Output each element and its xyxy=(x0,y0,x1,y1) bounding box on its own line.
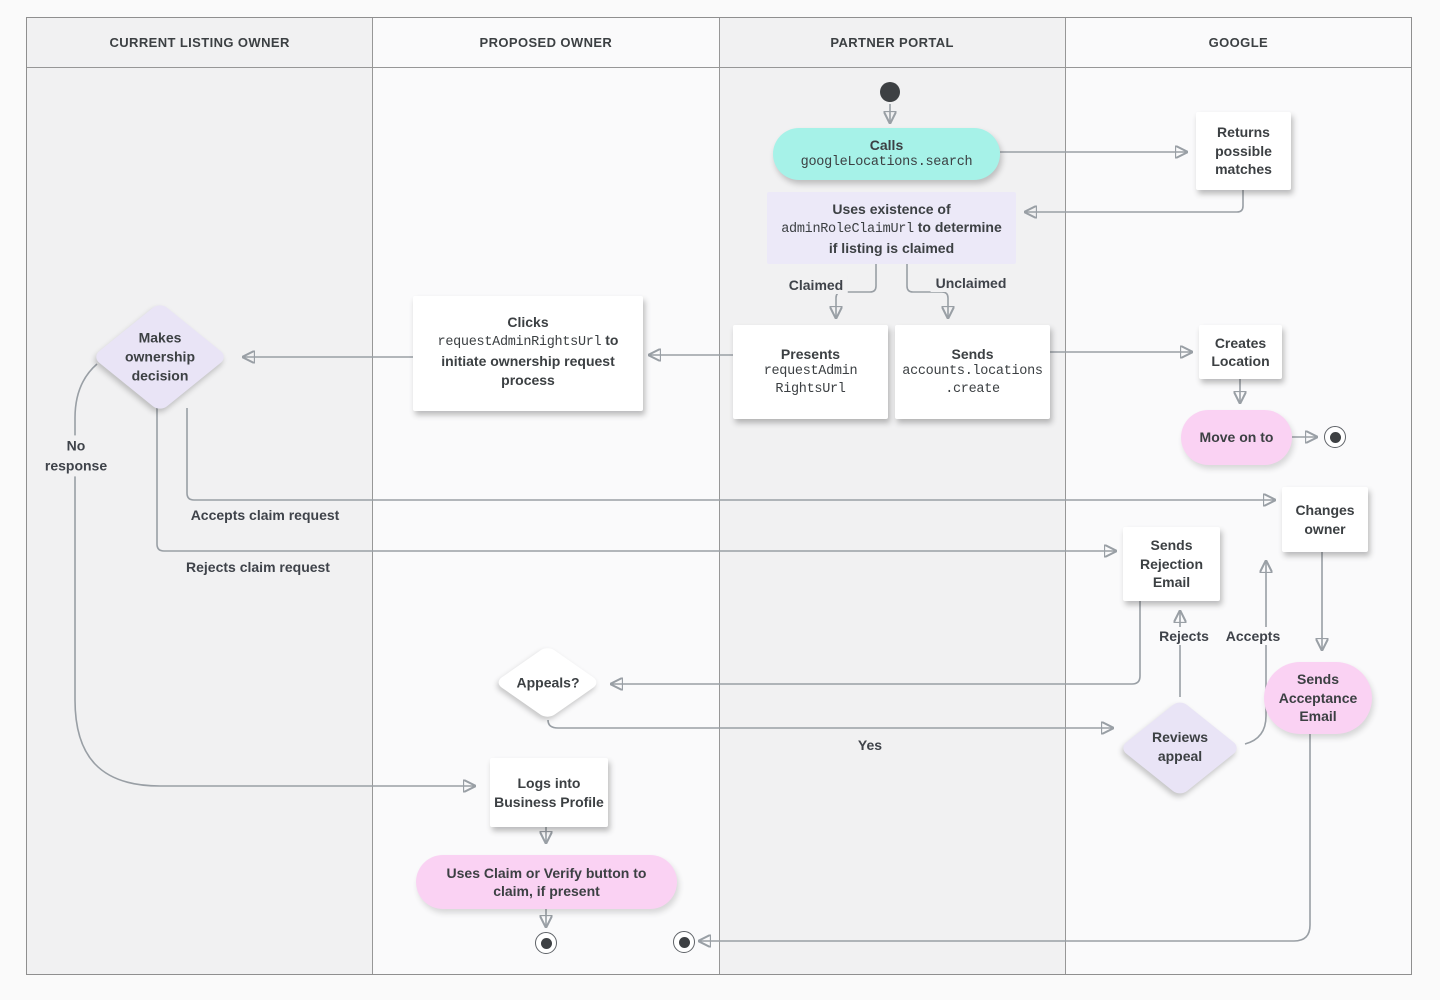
node-sends-rejection-email: Sends Rejection Email xyxy=(1123,527,1220,601)
node-text-post: to initiate ownership request process xyxy=(441,332,619,388)
end-node-dot xyxy=(540,937,552,949)
end-node-proposed-owner xyxy=(535,932,557,954)
node-label: Changes owner xyxy=(1295,502,1355,537)
node-label: Creates Location xyxy=(1211,334,1270,369)
node-code: googleLocations.search xyxy=(800,155,973,171)
node-code: accounts.locations xyxy=(902,364,1043,380)
node-text-post: to determine if listing is claimed xyxy=(828,219,1002,257)
node-code: adminRoleClaimUrl xyxy=(781,222,914,238)
edge-label-rejects: Rejects xyxy=(1154,627,1214,645)
edge-label-claimed: Claimed xyxy=(783,276,849,294)
lane-header: PROPOSED OWNER xyxy=(373,18,719,68)
node-calls-googlelocations-search: Calls googleLocations.search xyxy=(773,128,1000,180)
edge-label-no-response: No response xyxy=(32,435,120,477)
node-sends-acceptance-email: Sends Acceptance Email xyxy=(1264,662,1372,734)
node-label: Move on to xyxy=(1199,429,1274,446)
node-clicks-requestadminrightsurl: Clicks requestAdminRightsUrl to initiate… xyxy=(413,296,643,411)
node-creates-location: Creates Location xyxy=(1199,325,1282,379)
start-node xyxy=(880,82,900,102)
node-label: Uses Claim or Verify button to claim, if… xyxy=(446,864,647,899)
node-title: Sends xyxy=(951,345,994,362)
node-label: Sends Rejection Email xyxy=(1139,537,1203,591)
decision-appeals-label: Appeals? xyxy=(516,674,580,691)
node-changes-owner: Changes owner xyxy=(1282,487,1368,552)
node-uses-claim-or-verify: Uses Claim or Verify button to claim, if… xyxy=(416,855,677,909)
end-node-google xyxy=(1324,426,1346,448)
node-returns-possible-matches: Returns possible matches xyxy=(1196,112,1291,190)
node-title: Calls xyxy=(869,136,904,153)
edge-label-accepts-claim-request: Accepts claim request xyxy=(185,506,345,524)
node-move-on-to: Move on to xyxy=(1181,410,1292,465)
node-sends-accounts-locations-create: Sends accounts.locations .create xyxy=(895,325,1050,419)
node-logs-into-business-profile: Logs into Business Profile xyxy=(490,758,608,827)
node-code: RightsUrl xyxy=(775,382,846,398)
edge-label-rejects-claim-request: Rejects claim request xyxy=(181,558,335,576)
node-title: Clicks xyxy=(507,314,549,330)
node-label: Returns possible matches xyxy=(1215,124,1272,178)
node-presents-requestadminrightsurl: Presents requestAdmin RightsUrl xyxy=(733,325,888,419)
lane-proposed-owner: PROPOSED OWNER xyxy=(372,18,719,974)
node-title: Presents xyxy=(780,345,841,362)
node-code: requestAdminRightsUrl xyxy=(437,335,602,351)
decision-makes-ownership-decision-label: Makes ownership decision xyxy=(124,329,195,384)
decision-reviews-appeal-label: Reviews appeal xyxy=(1151,729,1209,764)
lane-header: PARTNER PORTAL xyxy=(719,18,1065,68)
end-node-appeal-path xyxy=(673,931,695,953)
node-code: .create xyxy=(945,382,1000,398)
end-node-dot xyxy=(1329,431,1341,443)
node-uses-existence-adminroleclaimurl: Uses existence of adminRoleClaimUrl to d… xyxy=(767,192,1016,264)
edge-label-yes: Yes xyxy=(852,736,888,754)
node-label: Sends Acceptance Email xyxy=(1278,671,1358,725)
node-code: requestAdmin xyxy=(763,364,858,380)
lane-current-listing-owner: CURRENT LISTING OWNER xyxy=(27,18,373,974)
edge-label-accepts: Accepts xyxy=(1220,627,1286,645)
edge-label-unclaimed: Unclaimed xyxy=(930,274,1012,292)
node-label: Logs into Business Profile xyxy=(494,775,604,810)
lane-header: GOOGLE xyxy=(1065,18,1411,68)
node-text-pre: Uses existence of xyxy=(832,201,951,217)
lane-header: CURRENT LISTING OWNER xyxy=(27,18,373,68)
end-node-dot xyxy=(678,936,690,948)
